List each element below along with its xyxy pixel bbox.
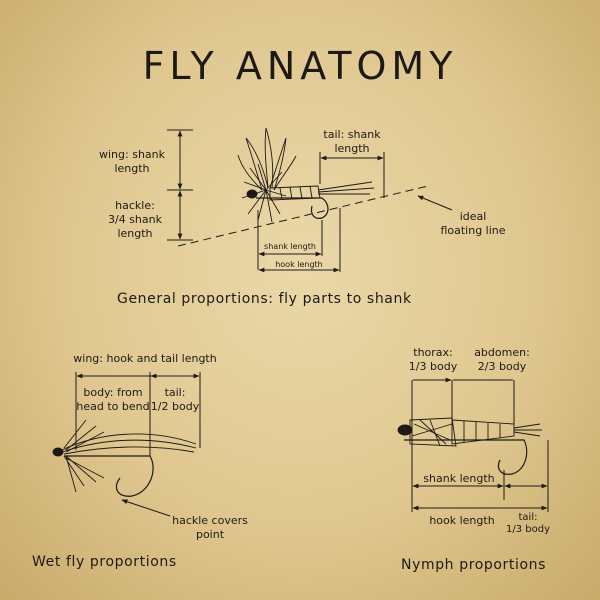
nymph-shank-label: shank length	[414, 472, 504, 486]
wet-tail-label: tail:1/2 body	[150, 386, 200, 414]
nymph-caption: Nymph proportions	[401, 557, 546, 573]
dry-hook-label: hook length	[259, 260, 339, 270]
general-caption: General proportions: fly parts to shank	[117, 291, 412, 307]
abdomen-label: abdomen:2/3 body	[466, 346, 538, 374]
ideal-floating-line	[178, 186, 428, 246]
nymph-illustration	[398, 418, 542, 474]
wet-fly-illustration	[53, 420, 196, 496]
nymph-tail-label: tail:1/3 body	[500, 512, 556, 536]
dry-shank-label: shank length	[259, 242, 321, 252]
wet-wing-label: wing: hook and tail length	[60, 352, 230, 366]
wet-caption: Wet fly proportions	[32, 554, 177, 570]
nymph-hook-label: hook length	[420, 514, 504, 528]
floating-line-pointer	[418, 196, 452, 210]
thorax-label: thorax:1/3 body	[402, 346, 464, 374]
